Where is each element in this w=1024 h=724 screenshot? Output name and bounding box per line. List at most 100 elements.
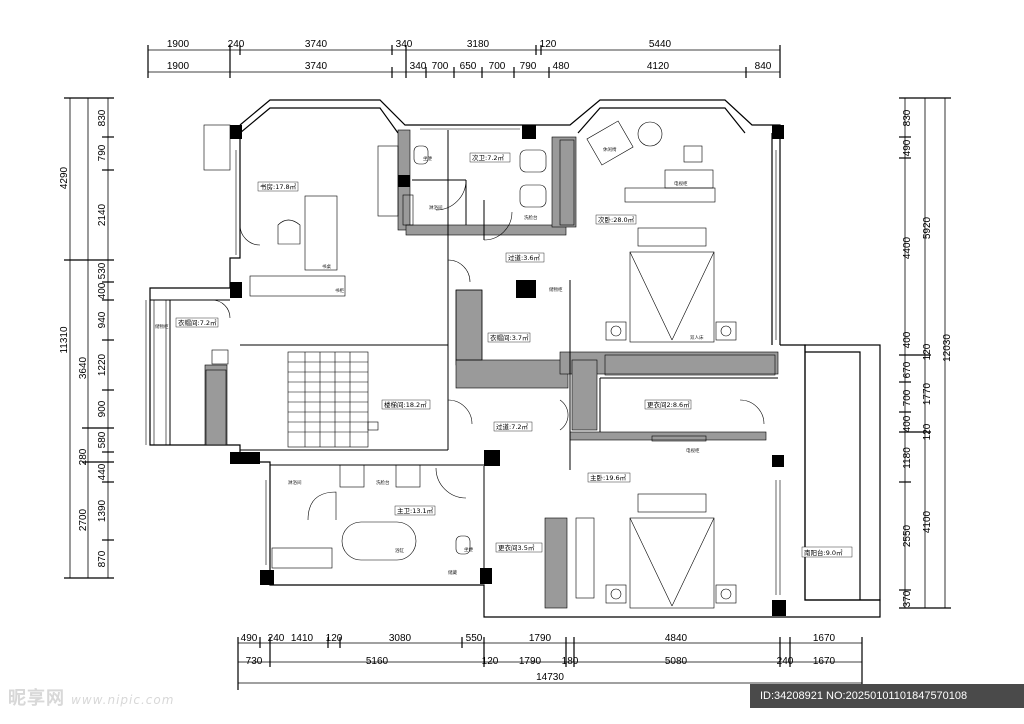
dim-right-4: 400 — [902, 331, 913, 348]
dim-top2-6: 790 — [520, 61, 537, 72]
dim-right-9: 400 — [902, 415, 913, 432]
dim-right-1: 490 — [902, 139, 913, 156]
dim-top2-7: 480 — [553, 61, 570, 72]
dim-left-4: 400 — [97, 282, 108, 299]
dim-bot1-2: 1410 — [291, 633, 314, 644]
dim-left-10: 280 — [78, 448, 89, 465]
room-label-south-balcony: 南阳台:9.0㎡ — [804, 548, 843, 557]
dim-left-8: 900 — [97, 400, 108, 417]
desk — [304, 195, 338, 271]
dim-right-13: 2550 — [902, 524, 913, 547]
tv-cabinet — [624, 187, 716, 203]
dim-top2-0: 1900 — [167, 61, 190, 72]
dim-bot2-3: 1790 — [519, 656, 542, 667]
staircase — [287, 351, 379, 448]
dim-top1-0: 1900 — [167, 39, 190, 50]
windows — [145, 124, 781, 595]
label-bathtub: 浴缸 — [395, 547, 404, 554]
room-label-corridor-2: 过道:7.2㎡ — [496, 422, 529, 431]
dim-left-outer-1: 11310 — [59, 326, 70, 354]
dim-left-5: 940 — [97, 311, 108, 328]
dim-top2-4: 650 — [460, 61, 477, 72]
dim-left-outer-0: 4290 — [59, 166, 70, 189]
dim-bot2-1: 5160 — [366, 656, 389, 667]
dim-bot1-7: 4840 — [665, 633, 688, 644]
room-label-study: 书房:17.8㎡ — [260, 182, 297, 191]
dim-bot1-6: 1790 — [529, 633, 552, 644]
dim-top2-3: 700 — [432, 61, 449, 72]
dim-top2-9: 840 — [755, 61, 772, 72]
double-bed-master — [629, 517, 715, 609]
dim-right-2: 5920 — [922, 216, 933, 239]
bookshelf — [249, 275, 346, 297]
dim-bot1-8: 1670 — [813, 633, 836, 644]
dim-left-0: 830 — [97, 109, 108, 126]
interior-walls — [150, 130, 778, 570]
dim-top1-6: 5440 — [649, 39, 672, 50]
watermark-url: www.nipic.com — [71, 693, 175, 707]
furniture-labels: 坐便 淋浴间 洗脸台 书柜 书桌 电视柜 双人床 休闲椅 储物柜 储物柜 浴缸 … — [155, 146, 704, 576]
room-label-guest-bedroom: 次卧:28.0㎡ — [598, 215, 635, 224]
double-bed-guest — [629, 251, 715, 343]
dim-top1-5: 120 — [540, 39, 557, 50]
dim-left-9: 580 — [97, 431, 108, 448]
dim-top1-4: 3180 — [467, 39, 490, 50]
dim-bot2-4: 180 — [562, 656, 579, 667]
dim-left-3: 530 — [97, 262, 108, 279]
room-label-master-bedroom: 主卧:19.6㎡ — [590, 473, 627, 482]
basin-2 — [519, 184, 547, 208]
bedside-3 — [605, 584, 627, 604]
room-label-dressing-room-3: 更衣间3.5㎡ — [498, 543, 535, 552]
dim-left-2: 2140 — [97, 203, 108, 226]
dim-bot2-6: 240 — [777, 656, 794, 667]
dim-left-11: 440 — [97, 463, 108, 480]
label-bed-guest: 双人床 — [690, 334, 704, 341]
label-bookshelf: 书柜 — [335, 287, 344, 294]
dim-bot1-3: 120 — [326, 633, 343, 644]
label-toilet-master: 坐便 — [464, 546, 473, 553]
label-tv-cabinet: 电视柜 — [674, 180, 688, 187]
dim-top1-3: 340 — [396, 39, 413, 50]
dim-left-mid-2700: 2700 — [78, 508, 89, 531]
dim-top2-1: 3740 — [305, 61, 328, 72]
label-wardrobe-left: 储物柜 — [155, 323, 169, 330]
door-swings — [211, 179, 765, 499]
dim-left-6: 1220 — [97, 353, 108, 376]
dim-top2-8: 4120 — [647, 61, 670, 72]
dim-right-11: 1180 — [902, 447, 913, 469]
label-tv-cabinet-master: 电视柜 — [686, 447, 700, 454]
room-label-corridor-1: 过道:3.6㎡ — [508, 253, 541, 262]
dim-left-1: 790 — [97, 144, 108, 161]
dim-bot1-5: 550 — [466, 633, 483, 644]
dim-top2-2: 340 — [410, 61, 427, 72]
dim-right-12: 4100 — [922, 510, 933, 533]
label-shower-master: 淋浴间 — [288, 479, 302, 486]
dim-right-0: 830 — [902, 109, 913, 126]
room-label-cloakroom-left: 衣帽间:7.2㎡ — [178, 318, 217, 327]
toilet-master — [455, 535, 471, 555]
dim-right-7: 1770 — [922, 382, 933, 405]
label-storage: 储藏 — [448, 569, 457, 576]
label-toilet-guest: 坐便 — [423, 155, 432, 162]
room-label-master-bath: 主卫:13.1㎡ — [397, 506, 434, 515]
label-basin-master: 洗脸台 — [376, 479, 390, 486]
furniture — [149, 120, 776, 609]
toilet-guest — [413, 145, 429, 165]
bedside-2 — [715, 321, 737, 341]
basin-1 — [519, 149, 547, 173]
dim-top2-5: 700 — [489, 61, 506, 72]
dim-bottom-total: 14730 — [536, 672, 564, 683]
room-label-guest-bath: 次卫:7.2㎡ — [472, 153, 505, 162]
wall-fill — [204, 129, 779, 609]
room-label-dressing-room-2: 更衣间2:8.6㎡ — [647, 400, 690, 409]
dimension-lines — [64, 45, 951, 690]
dim-bot2-2: 120 — [482, 656, 499, 667]
room-label-stairwell: 楼梯间:18.2㎡ — [384, 400, 427, 409]
bedside-4 — [715, 584, 737, 604]
dim-bot1-0: 490 — [241, 633, 258, 644]
image-id-bar: ID:34208921 NO:20250101101847570108 — [750, 684, 1024, 708]
bathtub — [341, 521, 417, 561]
dim-left-12: 1390 — [97, 499, 108, 522]
